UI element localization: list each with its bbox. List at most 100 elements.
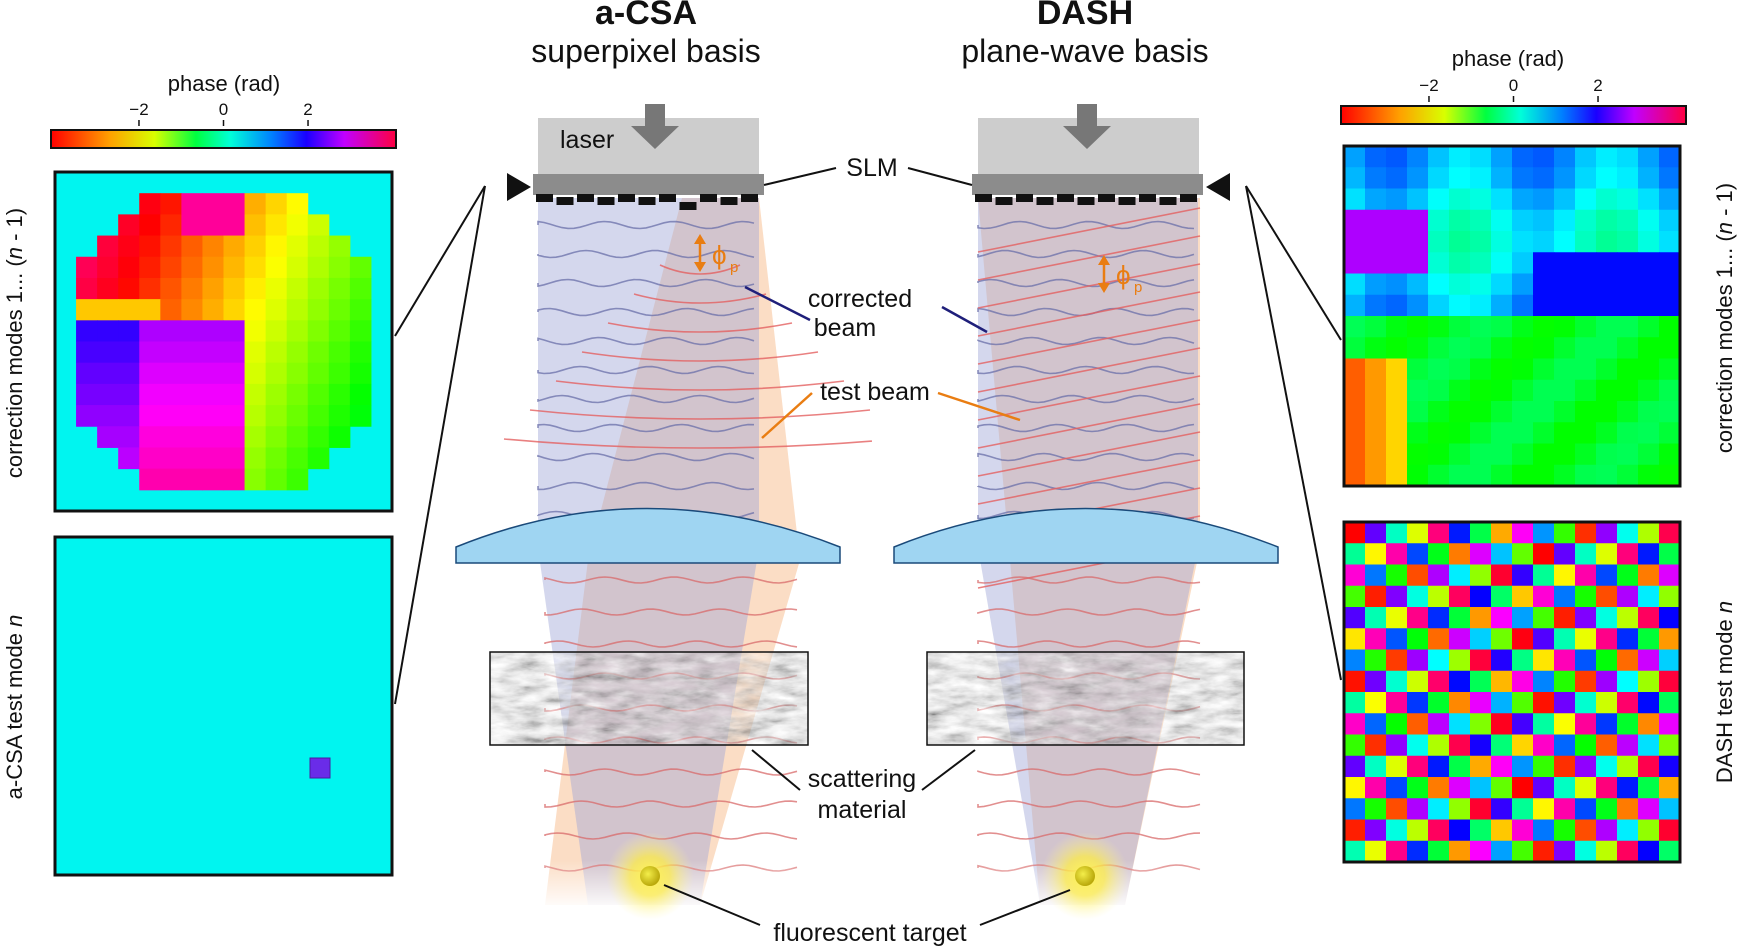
map-pixel bbox=[1533, 713, 1555, 735]
map-pixel bbox=[1449, 401, 1471, 423]
map-pixel bbox=[1617, 422, 1639, 444]
wavefront bbox=[537, 452, 755, 462]
map-pixel bbox=[1533, 167, 1555, 189]
map-pixel bbox=[1533, 422, 1555, 444]
map-pixel bbox=[223, 447, 246, 470]
map-pixel bbox=[1617, 316, 1639, 338]
map-pixel bbox=[1386, 713, 1408, 735]
map-pixel bbox=[1512, 840, 1534, 863]
map-pixel bbox=[1449, 798, 1471, 820]
map-pixel bbox=[202, 320, 224, 342]
map-pixel bbox=[1470, 188, 1492, 211]
map-pixel bbox=[139, 468, 161, 491]
dash-subtitle: plane-wave basis bbox=[961, 33, 1208, 69]
map-pixel bbox=[1386, 401, 1408, 423]
map-pixel bbox=[1491, 798, 1513, 820]
slm-pixel bbox=[1118, 197, 1136, 205]
map-pixel bbox=[1533, 734, 1555, 757]
map-pixel bbox=[1638, 422, 1660, 444]
map-pixel bbox=[1512, 188, 1534, 211]
map-pixel bbox=[244, 214, 267, 237]
map-pixel bbox=[1470, 585, 1492, 608]
map-pixel bbox=[1428, 543, 1450, 565]
map-pixel bbox=[223, 193, 246, 215]
map-pixel bbox=[1365, 819, 1387, 842]
map-pixel bbox=[1449, 379, 1471, 402]
center-labels: SLM corrected beam test beam scattering … bbox=[663, 154, 1071, 946]
map-pixel bbox=[97, 320, 119, 342]
map-pixel bbox=[1638, 294, 1660, 317]
map-pixel bbox=[1407, 755, 1429, 778]
map-pixel bbox=[1596, 464, 1618, 487]
map-pixel bbox=[1365, 670, 1387, 693]
test-wavefront bbox=[977, 459, 1201, 505]
map-pixel bbox=[1428, 188, 1450, 211]
test-beam-leader-left bbox=[761, 392, 813, 439]
map-pixel bbox=[1575, 692, 1597, 714]
map-pixel bbox=[1512, 585, 1534, 608]
map-pixel bbox=[1470, 755, 1492, 778]
map-pixel bbox=[1470, 819, 1492, 842]
map-pixel bbox=[1554, 231, 1576, 253]
map-pixel bbox=[265, 320, 288, 342]
map-pixel bbox=[1617, 564, 1639, 587]
slm-pixel bbox=[1036, 197, 1054, 205]
map-pixel bbox=[1554, 585, 1576, 608]
map-pixel bbox=[1512, 422, 1534, 444]
map-pixel bbox=[1512, 337, 1534, 359]
map-pixel bbox=[1365, 167, 1387, 189]
map-pixel bbox=[1596, 543, 1618, 565]
map-pixel bbox=[328, 256, 351, 279]
acsa-slm bbox=[533, 174, 764, 195]
map-pixel bbox=[1596, 798, 1618, 820]
map-pixel bbox=[1638, 358, 1660, 381]
map-pixel bbox=[1617, 231, 1639, 253]
map-pixel bbox=[1659, 337, 1681, 359]
map-pixel bbox=[1575, 358, 1597, 381]
map-pixel bbox=[1449, 188, 1471, 211]
wavefront bbox=[977, 640, 1201, 648]
map-pixel bbox=[1638, 443, 1660, 466]
map-pixel bbox=[286, 256, 309, 279]
map-pixel bbox=[1554, 819, 1576, 842]
map-pixel bbox=[1533, 443, 1555, 466]
map-pixel bbox=[1659, 231, 1681, 253]
map-pixel bbox=[1344, 146, 1366, 168]
map-pixel bbox=[1596, 692, 1618, 714]
map-pixel bbox=[1533, 840, 1555, 863]
map-pixel bbox=[1491, 231, 1513, 253]
map-pixel bbox=[1386, 840, 1408, 863]
target-leader-right bbox=[979, 889, 1071, 926]
map-pixel bbox=[1365, 316, 1387, 338]
map-pixel bbox=[1470, 840, 1492, 863]
right-zoom-line-bottom bbox=[1245, 185, 1342, 681]
map-pixel bbox=[1659, 379, 1681, 402]
map-pixel bbox=[181, 362, 203, 385]
map-pixel bbox=[1365, 401, 1387, 423]
map-pixel bbox=[1617, 585, 1639, 608]
map-pixel bbox=[160, 341, 182, 364]
map-pixel bbox=[1575, 294, 1597, 317]
map-pixel bbox=[1407, 316, 1429, 338]
map-pixel bbox=[1365, 443, 1387, 466]
colorbar-tick-label: 2 bbox=[1593, 76, 1602, 95]
map-pixel bbox=[76, 256, 98, 279]
map-pixel bbox=[160, 383, 182, 406]
map-pixel bbox=[202, 468, 224, 491]
wavefront bbox=[544, 608, 798, 616]
map-pixel bbox=[1533, 755, 1555, 778]
map-pixel bbox=[1449, 777, 1471, 799]
test-wavefront bbox=[633, 293, 767, 304]
map-pixel bbox=[1470, 649, 1492, 672]
slm-leader-left bbox=[763, 167, 837, 186]
map-pixel bbox=[265, 341, 288, 364]
map-pixel bbox=[1449, 585, 1471, 608]
map-pixel bbox=[202, 341, 224, 364]
map-pixel bbox=[223, 214, 246, 237]
dash-laser-arrow bbox=[1063, 104, 1111, 149]
map-pixel bbox=[1659, 713, 1681, 735]
map-pixel bbox=[1638, 522, 1660, 544]
map-pixel bbox=[328, 299, 351, 321]
wavefront bbox=[544, 800, 798, 808]
map-pixel bbox=[1491, 443, 1513, 466]
